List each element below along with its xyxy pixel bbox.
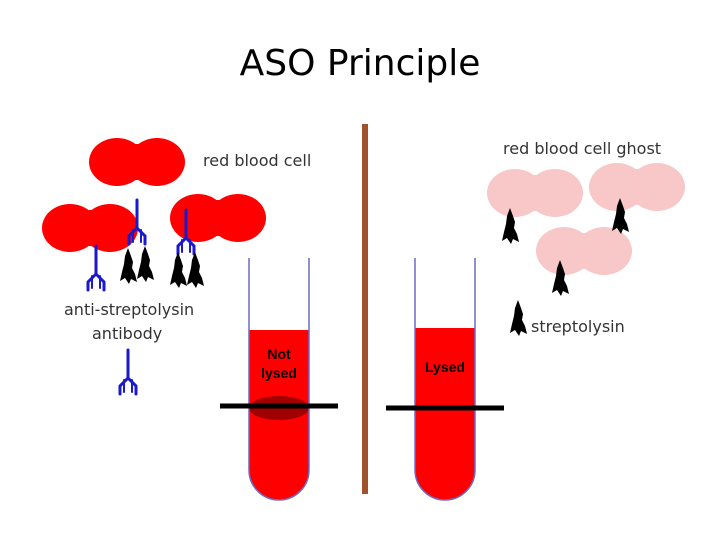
streptolysin [137,246,154,282]
not-lysed-label-line2: lysed [261,365,297,381]
streptolysin-label: streptolysin [531,317,625,336]
red-blood-cell-label: red blood cell [203,151,311,170]
test-tube-not-lysed: Not lysed [220,258,338,501]
streptolysin [170,252,187,288]
antibody-label-line1: anti-streptolysin [64,300,194,319]
not-lysed-label-line1: Not [267,346,291,362]
streptolysin [510,300,527,336]
lysed-label: Lysed [425,359,465,375]
red-blood-cell [42,204,138,252]
streptolysin [120,248,137,284]
rbc-ghost-label: red blood cell ghost [503,139,661,158]
antibody [86,244,106,292]
red-blood-cell [89,138,185,186]
rbc-ghost [589,163,685,211]
test-tube-lysed: Lysed [386,258,504,501]
rbc-ghost [536,227,632,275]
antibody-label-line2: antibody [92,324,162,343]
antibody [118,348,138,396]
divider [362,124,368,494]
streptolysin [187,252,204,288]
rbc-ghost [487,169,583,217]
slide-title: ASO Principle [239,43,481,84]
red-blood-cell [170,194,266,242]
